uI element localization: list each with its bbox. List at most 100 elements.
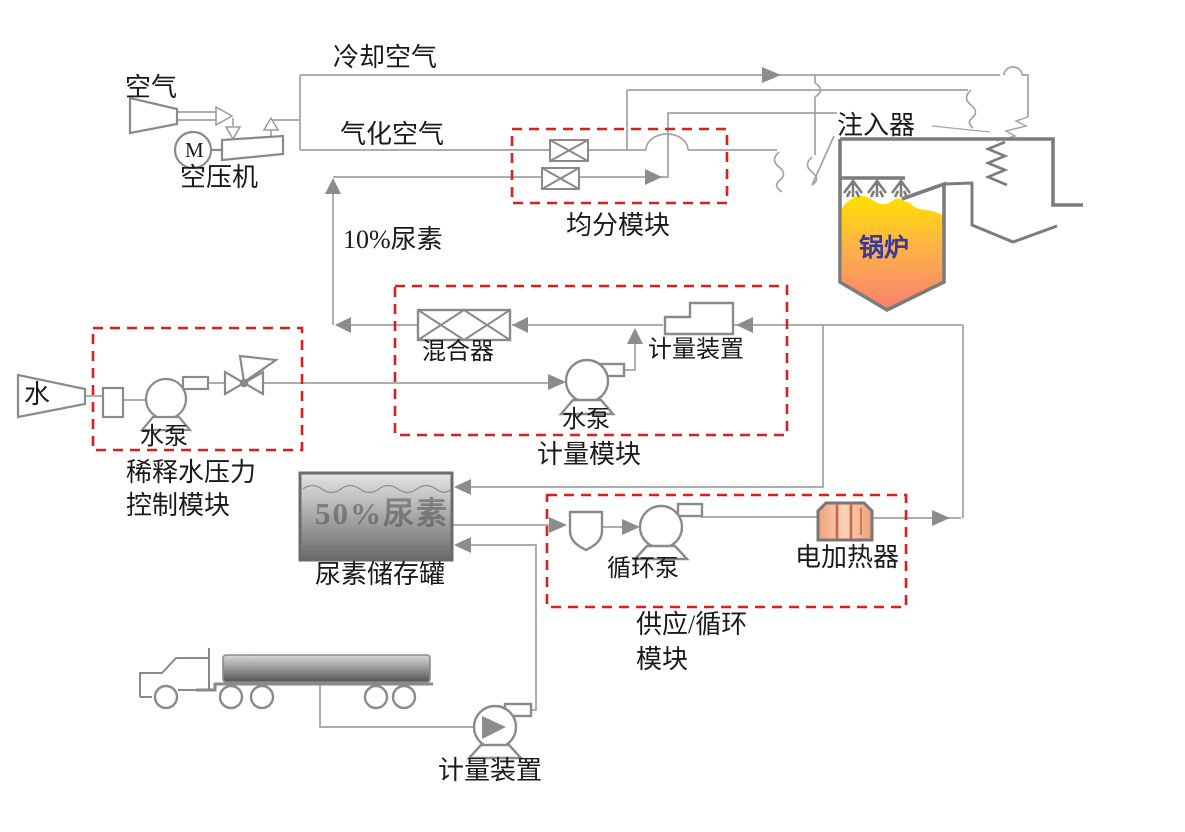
- arrow-pump-riser: [627, 328, 643, 344]
- label-metering-device-bottom: 计量装置: [438, 756, 543, 785]
- circ-pump-outlet: [676, 502, 704, 518]
- cooling-air-pipe: [300, 66, 1029, 117]
- tank-return-pipe: [456, 325, 824, 488]
- tank-liquid-level-wave: [302, 484, 451, 494]
- compressor-body: [220, 134, 285, 162]
- metering-device-icon: [663, 301, 735, 336]
- arrow-into-circ-pump: [622, 519, 640, 535]
- label-equal-module: 均分模块: [566, 211, 671, 240]
- label-water: 水: [24, 380, 51, 409]
- label-circulation-pump: 循环泵: [607, 556, 679, 582]
- dilution-pump-icon: [144, 377, 188, 421]
- arrow-into-filter: [549, 517, 567, 533]
- water-inlet-funnel-icon: [16, 373, 87, 419]
- label-supply-module-2: 模块: [636, 645, 689, 674]
- label-gasification-air: 气化空气: [340, 120, 445, 149]
- label-pump-metering: 水泵: [562, 407, 610, 433]
- dilution-equipment: [101, 354, 280, 432]
- spray-nozzles-icon: [842, 178, 912, 198]
- label-metering-device-top: 计量装置: [648, 337, 744, 363]
- open-arrow-right-icon: [215, 105, 234, 127]
- air-inlet-funnel-icon: [128, 96, 179, 135]
- circulation-pump-icon: [638, 504, 684, 550]
- label-motor-m: M: [185, 138, 204, 162]
- tank-fill-pipe: [456, 544, 537, 711]
- label-urea-tank: 尿素储存罐: [315, 560, 446, 589]
- arrow-to-riser-corner: [335, 317, 351, 333]
- compressor-piping: [177, 111, 300, 137]
- dilution-pump-outlet: [181, 375, 210, 391]
- flow-arrows: [325, 67, 950, 553]
- strainer-box-icon: [101, 386, 125, 419]
- dilution-pressure-module-box: [91, 326, 304, 452]
- label-electric-heater: 电加热器: [795, 543, 900, 572]
- flex-hose-2: [806, 135, 835, 186]
- injector-lance-spring-icon: [984, 140, 1009, 187]
- equal-distribution-module-box: [510, 127, 729, 205]
- control-valve-icon: [223, 370, 247, 396]
- arrow-into-tank-top: [454, 479, 471, 495]
- boiler-flame: [842, 196, 943, 309]
- furnace-nose-notch: [901, 186, 944, 215]
- flex-sawtooth: [996, 116, 1029, 142]
- label-supply-module-1: 供应/循环: [636, 610, 748, 639]
- module-boxes: [91, 127, 908, 609]
- dilution-water-pipe: [85, 382, 563, 401]
- circ-pump-base: [632, 544, 690, 561]
- label-mixer: 混合器: [422, 339, 494, 365]
- piping-network: [85, 66, 1029, 728]
- static-mixer-icon: [416, 308, 512, 342]
- supply-equipment: [568, 502, 704, 561]
- atomizing-branch-pipe: [626, 89, 968, 150]
- equal-module-valves: [541, 139, 589, 190]
- open-arrow-down-icon: [224, 126, 242, 141]
- injector-air-drop-pipe: [814, 75, 822, 155]
- label-injector: 注入器: [837, 111, 916, 140]
- arrow-into-metering-device: [736, 317, 753, 333]
- tank-outlet-pipe: [452, 524, 638, 528]
- metering-module-box: [393, 284, 789, 437]
- dilution-pump-base: [139, 415, 193, 432]
- air-compressor-icon: [173, 130, 285, 170]
- valve-actuator-icon: [238, 354, 280, 384]
- open-arrow-up-icon: [262, 116, 280, 131]
- trailer-tank: [222, 654, 431, 683]
- urea-tank-icon: [298, 471, 454, 562]
- label-urea10: 10%尿素: [343, 225, 443, 254]
- arrow-cooling-air: [762, 67, 781, 83]
- label-air-compressor: 空压机: [180, 163, 259, 192]
- label-dilution-module-2: 控制模块: [126, 491, 231, 520]
- filter-icon: [568, 510, 604, 552]
- arrow-heater-outlet: [932, 510, 950, 526]
- arrow-urea-riser: [325, 178, 341, 194]
- label-cooling-air: 冷却空气: [333, 43, 438, 72]
- unloading-pump-icon: [466, 702, 533, 760]
- arrow-into-metering-pump: [548, 374, 566, 390]
- backpass-hopper: [943, 181, 1058, 244]
- metering-pump-icon: [558, 358, 626, 416]
- windbox-and-duct-top: [840, 137, 1083, 207]
- label-urea50: 50%尿素: [315, 496, 449, 531]
- arrow-urea-line: [645, 169, 662, 185]
- pump-direction-arrow: [482, 716, 506, 739]
- flex-hose-1: [773, 151, 785, 193]
- tanker-truck-icon: [139, 648, 433, 710]
- furnace-walls: [838, 139, 946, 313]
- label-metering-module: 计量模块: [537, 440, 642, 469]
- label-air: 空气: [125, 73, 178, 102]
- truck-wheels: [153, 684, 417, 710]
- urea-solution-pipe: [332, 112, 837, 325]
- label-pump-dilution: 水泵: [140, 424, 188, 450]
- supply-circulation-module-box: [545, 493, 908, 609]
- label-boiler: 锅炉: [859, 235, 910, 262]
- arrow-into-tank-bottom: [454, 537, 471, 553]
- open-arrows: [215, 105, 280, 141]
- boiler-icon: [838, 137, 1083, 313]
- label-dilution-module-1: 稀释水压力: [126, 458, 257, 487]
- truck-cab: [139, 648, 210, 698]
- arrow-into-mixer: [512, 317, 528, 333]
- injector-pointer-line: [931, 125, 991, 133]
- flex-hose-3: [965, 89, 977, 129]
